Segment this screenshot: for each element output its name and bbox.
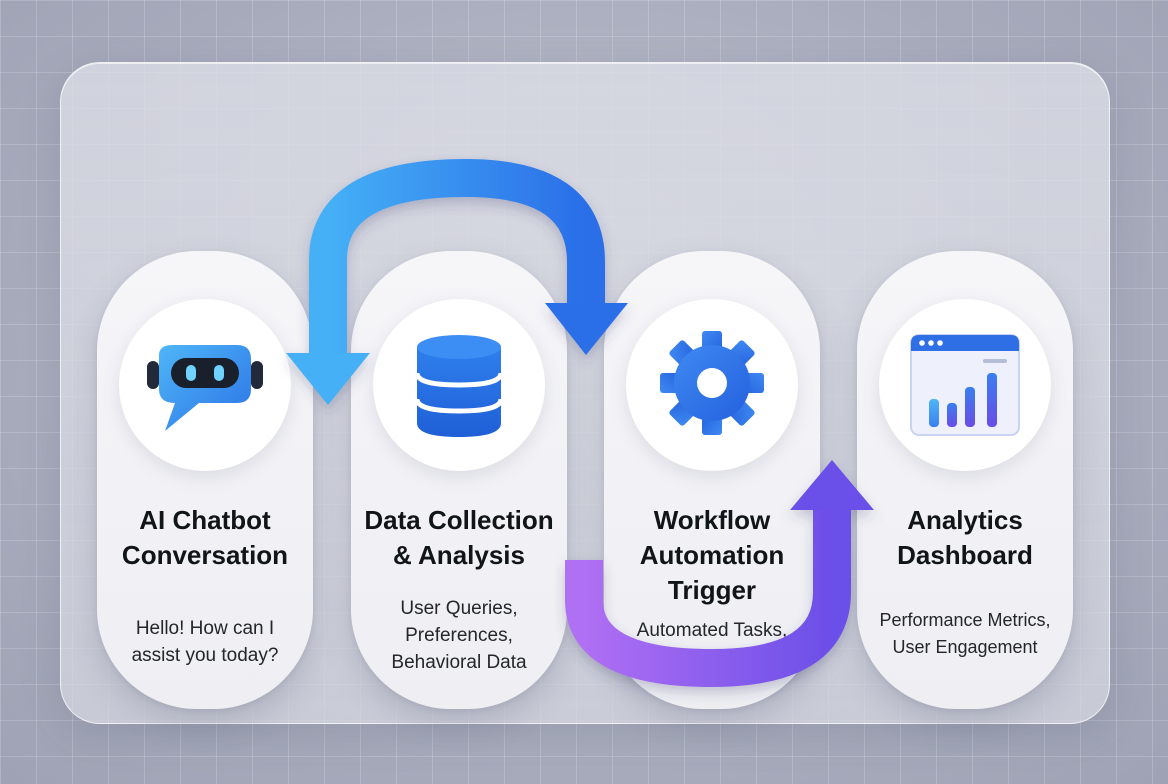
- icon-circle: [626, 299, 798, 471]
- step-title: AI Chatbot Conversation: [121, 505, 289, 570]
- step-description: Hello! How can I assist you today?: [131, 618, 279, 666]
- step-card-analytics-dashboard: Analytics Dashboard Performance Metrics,…: [857, 251, 1073, 709]
- step-title: Data Collection & Analysis: [364, 505, 554, 570]
- step-card-chatbot: AI Chatbot Conversation Hello! How can I…: [97, 251, 313, 709]
- step-card-data-collection: Data Collection & Analysis User Queries,…: [351, 251, 567, 709]
- chatbot-icon: [147, 345, 263, 431]
- step-card-workflow-automation: Workflow Automation Trigger Automated Ta…: [604, 251, 820, 709]
- step-title: Workflow Automation Trigger: [639, 505, 785, 605]
- analytics-dashboard-icon: [910, 334, 1020, 436]
- step-title: Analytics Dashboard: [897, 505, 1033, 570]
- diagram-panel: AI Chatbot Conversation Hello! How can I…: [60, 62, 1110, 724]
- step-description: Automated Tasks, Notifications: [636, 620, 788, 668]
- icon-circle: [879, 299, 1051, 471]
- step-description: User Queries, Preferences, Behavioral Da…: [391, 598, 527, 673]
- gear-icon: [660, 331, 764, 435]
- icon-circle: [373, 299, 545, 471]
- step-description: Performance Metrics, User Engagement: [879, 610, 1051, 657]
- database-icon: [414, 335, 504, 437]
- icon-circle: [119, 299, 291, 471]
